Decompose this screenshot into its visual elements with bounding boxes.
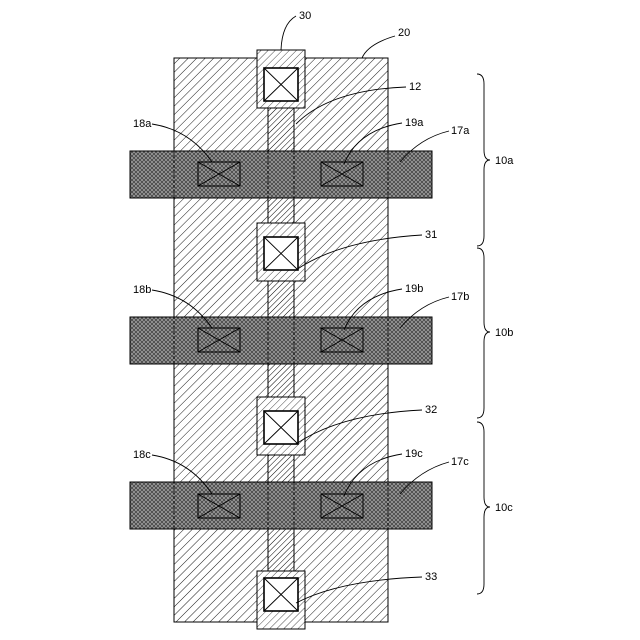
band-17b: [130, 317, 432, 364]
contact-19c: [321, 494, 363, 518]
band-17c: [130, 482, 432, 529]
pad-33: [257, 571, 305, 629]
label-band-a: 17a: [451, 125, 470, 137]
label-band-b: 17b: [451, 291, 469, 303]
label-left-contact-a: 18a: [133, 118, 152, 130]
label-right-contact-b: 19b: [405, 283, 423, 295]
pad-32: [257, 397, 305, 455]
label-cell-b: 10b: [495, 327, 513, 339]
pad-31: [257, 223, 305, 281]
label-pad-2: 32: [425, 404, 437, 416]
label-left-contact-c: 18c: [133, 449, 151, 461]
label-pad-top: 30: [299, 10, 311, 22]
label-right-contact-c: 19c: [405, 448, 423, 460]
label-left-contact-b: 18b: [133, 284, 151, 296]
contact-19b: [321, 328, 363, 352]
label-substrate: 20: [398, 27, 410, 39]
label-cell-c: 10c: [495, 502, 513, 514]
contact-18b: [198, 328, 240, 352]
contact-18c: [198, 494, 240, 518]
label-right-contact-a: 19a: [405, 117, 424, 129]
pad-30: [257, 50, 305, 108]
contact-18a: [198, 162, 240, 186]
label-channel: 12: [409, 81, 421, 93]
label-pad-bottom: 33: [425, 571, 437, 583]
contact-19a: [321, 162, 363, 186]
cell-braces: [477, 74, 490, 594]
label-band-c: 17c: [451, 456, 469, 468]
band-17a: [130, 151, 432, 198]
label-cell-a: 10a: [495, 155, 514, 167]
label-pad-1: 31: [425, 229, 437, 241]
